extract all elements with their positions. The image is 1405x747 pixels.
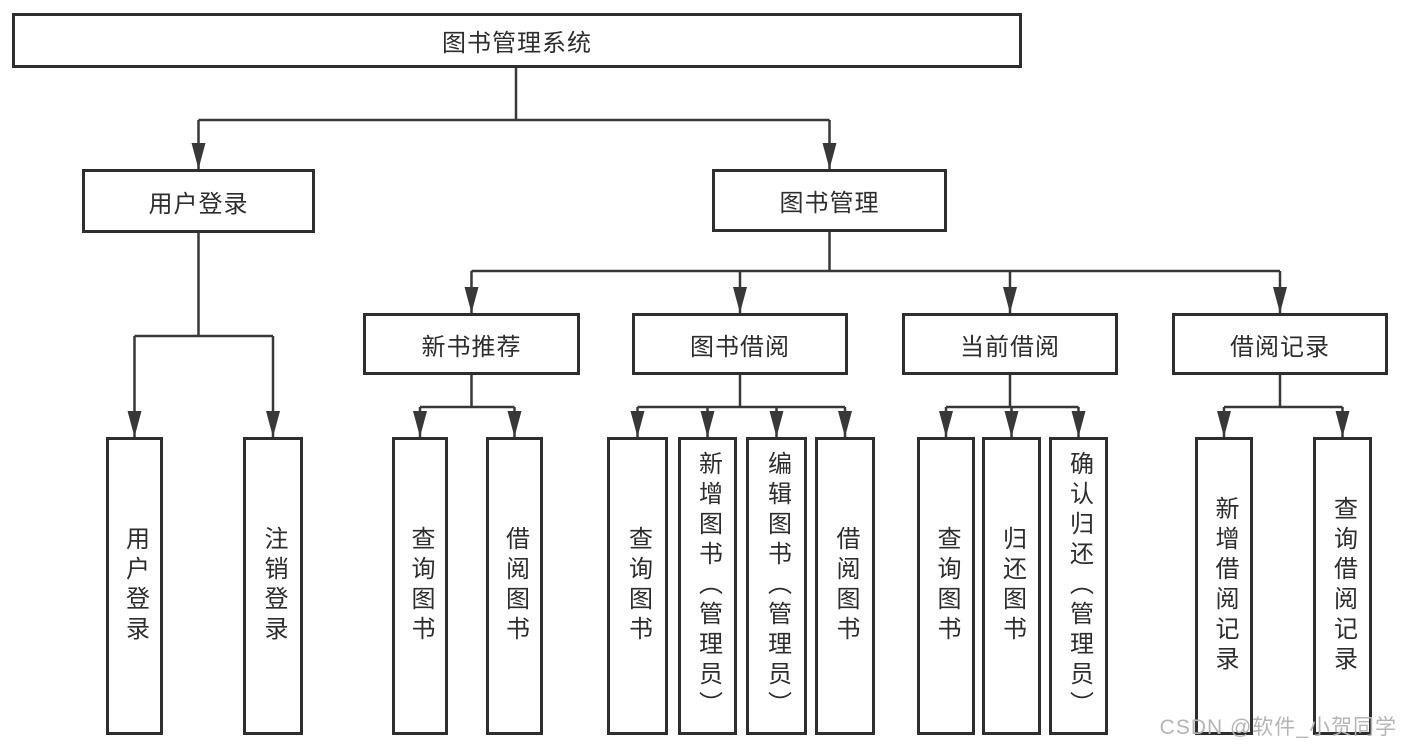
leaf-borrow-edit-book-admin: 编辑图书（管理员）: [746, 437, 807, 735]
node-library-management-system: 图书管理系统: [12, 13, 1022, 68]
connector-newbook-to-leaves: [418, 375, 516, 437]
node-current-borrow: 当前借阅: [902, 313, 1118, 375]
arrow-down-icon: [939, 411, 953, 437]
leaf-borrow-add-book-admin: 新增图书（管理员）: [678, 437, 737, 735]
node-user-login: 用户登录: [82, 169, 315, 233]
arrow-down-icon: [1273, 287, 1287, 313]
csdn-watermark: CSDN @软件_小贺同学: [1159, 716, 1397, 739]
leaf-records-query-record: 查询借阅记录: [1313, 437, 1372, 735]
arrow-down-icon: [1217, 411, 1231, 437]
connector-borrowrecords-to-leaves: [1222, 375, 1344, 437]
arrow-down-icon: [191, 143, 206, 169]
connector-bookborrow-to-leaves: [636, 375, 847, 437]
leaf-current-query-book: 查询图书: [917, 437, 975, 735]
arrow-down-icon: [838, 411, 852, 437]
leaf-borrow-borrow-book: 借阅图书: [815, 437, 875, 735]
connector-bookmgmt-to-level3: [470, 232, 1282, 313]
arrow-down-icon: [1003, 287, 1017, 313]
arrow-down-icon: [266, 411, 280, 437]
arrow-down-icon: [733, 287, 747, 313]
leaf-user-login: 用户登录: [106, 437, 163, 735]
node-book-management: 图书管理: [712, 169, 947, 232]
arrow-down-icon: [1004, 411, 1019, 437]
arrow-down-icon: [822, 143, 837, 169]
node-book-borrow: 图书借阅: [632, 313, 848, 375]
leaf-recommend-borrow-book: 借阅图书: [486, 437, 543, 735]
arrow-down-icon: [464, 287, 479, 313]
arrow-down-icon: [1071, 411, 1086, 437]
leaf-logout-login: 注销登录: [243, 437, 303, 735]
arrow-down-icon: [507, 411, 522, 437]
leaf-borrow-query-book: 查询图书: [607, 437, 668, 735]
connector-root-to-level2: [197, 68, 831, 169]
leaf-recommend-query-book: 查询图书: [392, 437, 448, 735]
connector-userlogin-to-leaves: [133, 233, 275, 437]
leaf-current-return-book: 归还图书: [982, 437, 1041, 735]
arrow-down-icon: [1335, 411, 1350, 437]
arrow-down-icon: [413, 411, 427, 437]
arrow-down-icon: [630, 411, 645, 437]
leaf-current-confirm-return-admin: 确认归还（管理员）: [1049, 437, 1108, 735]
node-borrow-records: 借阅记录: [1172, 313, 1388, 375]
node-new-book-recommend: 新书推荐: [363, 313, 580, 375]
arrow-down-icon: [700, 411, 715, 437]
arrow-down-icon: [769, 411, 784, 437]
arrowhead-icons: [127, 143, 1350, 437]
arrow-down-icon: [127, 411, 142, 437]
leaf-records-add-record: 新增借阅记录: [1195, 437, 1253, 735]
